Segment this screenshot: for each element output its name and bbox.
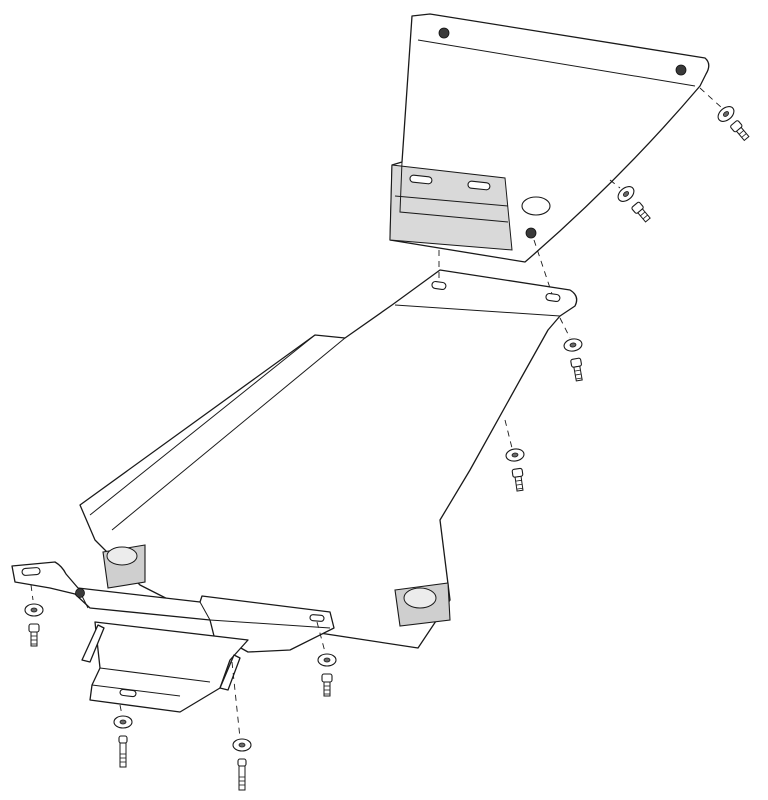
left-grommet (102, 544, 146, 589)
fastener-2 (617, 186, 651, 223)
upper-skid-plate (389, 13, 710, 263)
main-skid-plate (79, 269, 578, 649)
alignment-lines (30, 87, 723, 739)
fastener-3 (563, 338, 583, 382)
front-crossmember-bracket (11, 561, 335, 653)
fastener-4 (505, 448, 525, 492)
upper-plate-nut-2 (675, 64, 687, 76)
right-grommet (394, 582, 451, 627)
bracket-nut (75, 588, 85, 598)
upper-plate-nut-3 (525, 227, 537, 239)
fastener-5 (24, 603, 44, 647)
fastener-6 (317, 653, 337, 697)
lower-mount-bracket (81, 621, 249, 713)
fastener-8 (232, 738, 252, 791)
fastener-1 (717, 106, 750, 142)
fastener-7 (113, 715, 133, 768)
upper-plate-nut-1 (438, 27, 450, 39)
